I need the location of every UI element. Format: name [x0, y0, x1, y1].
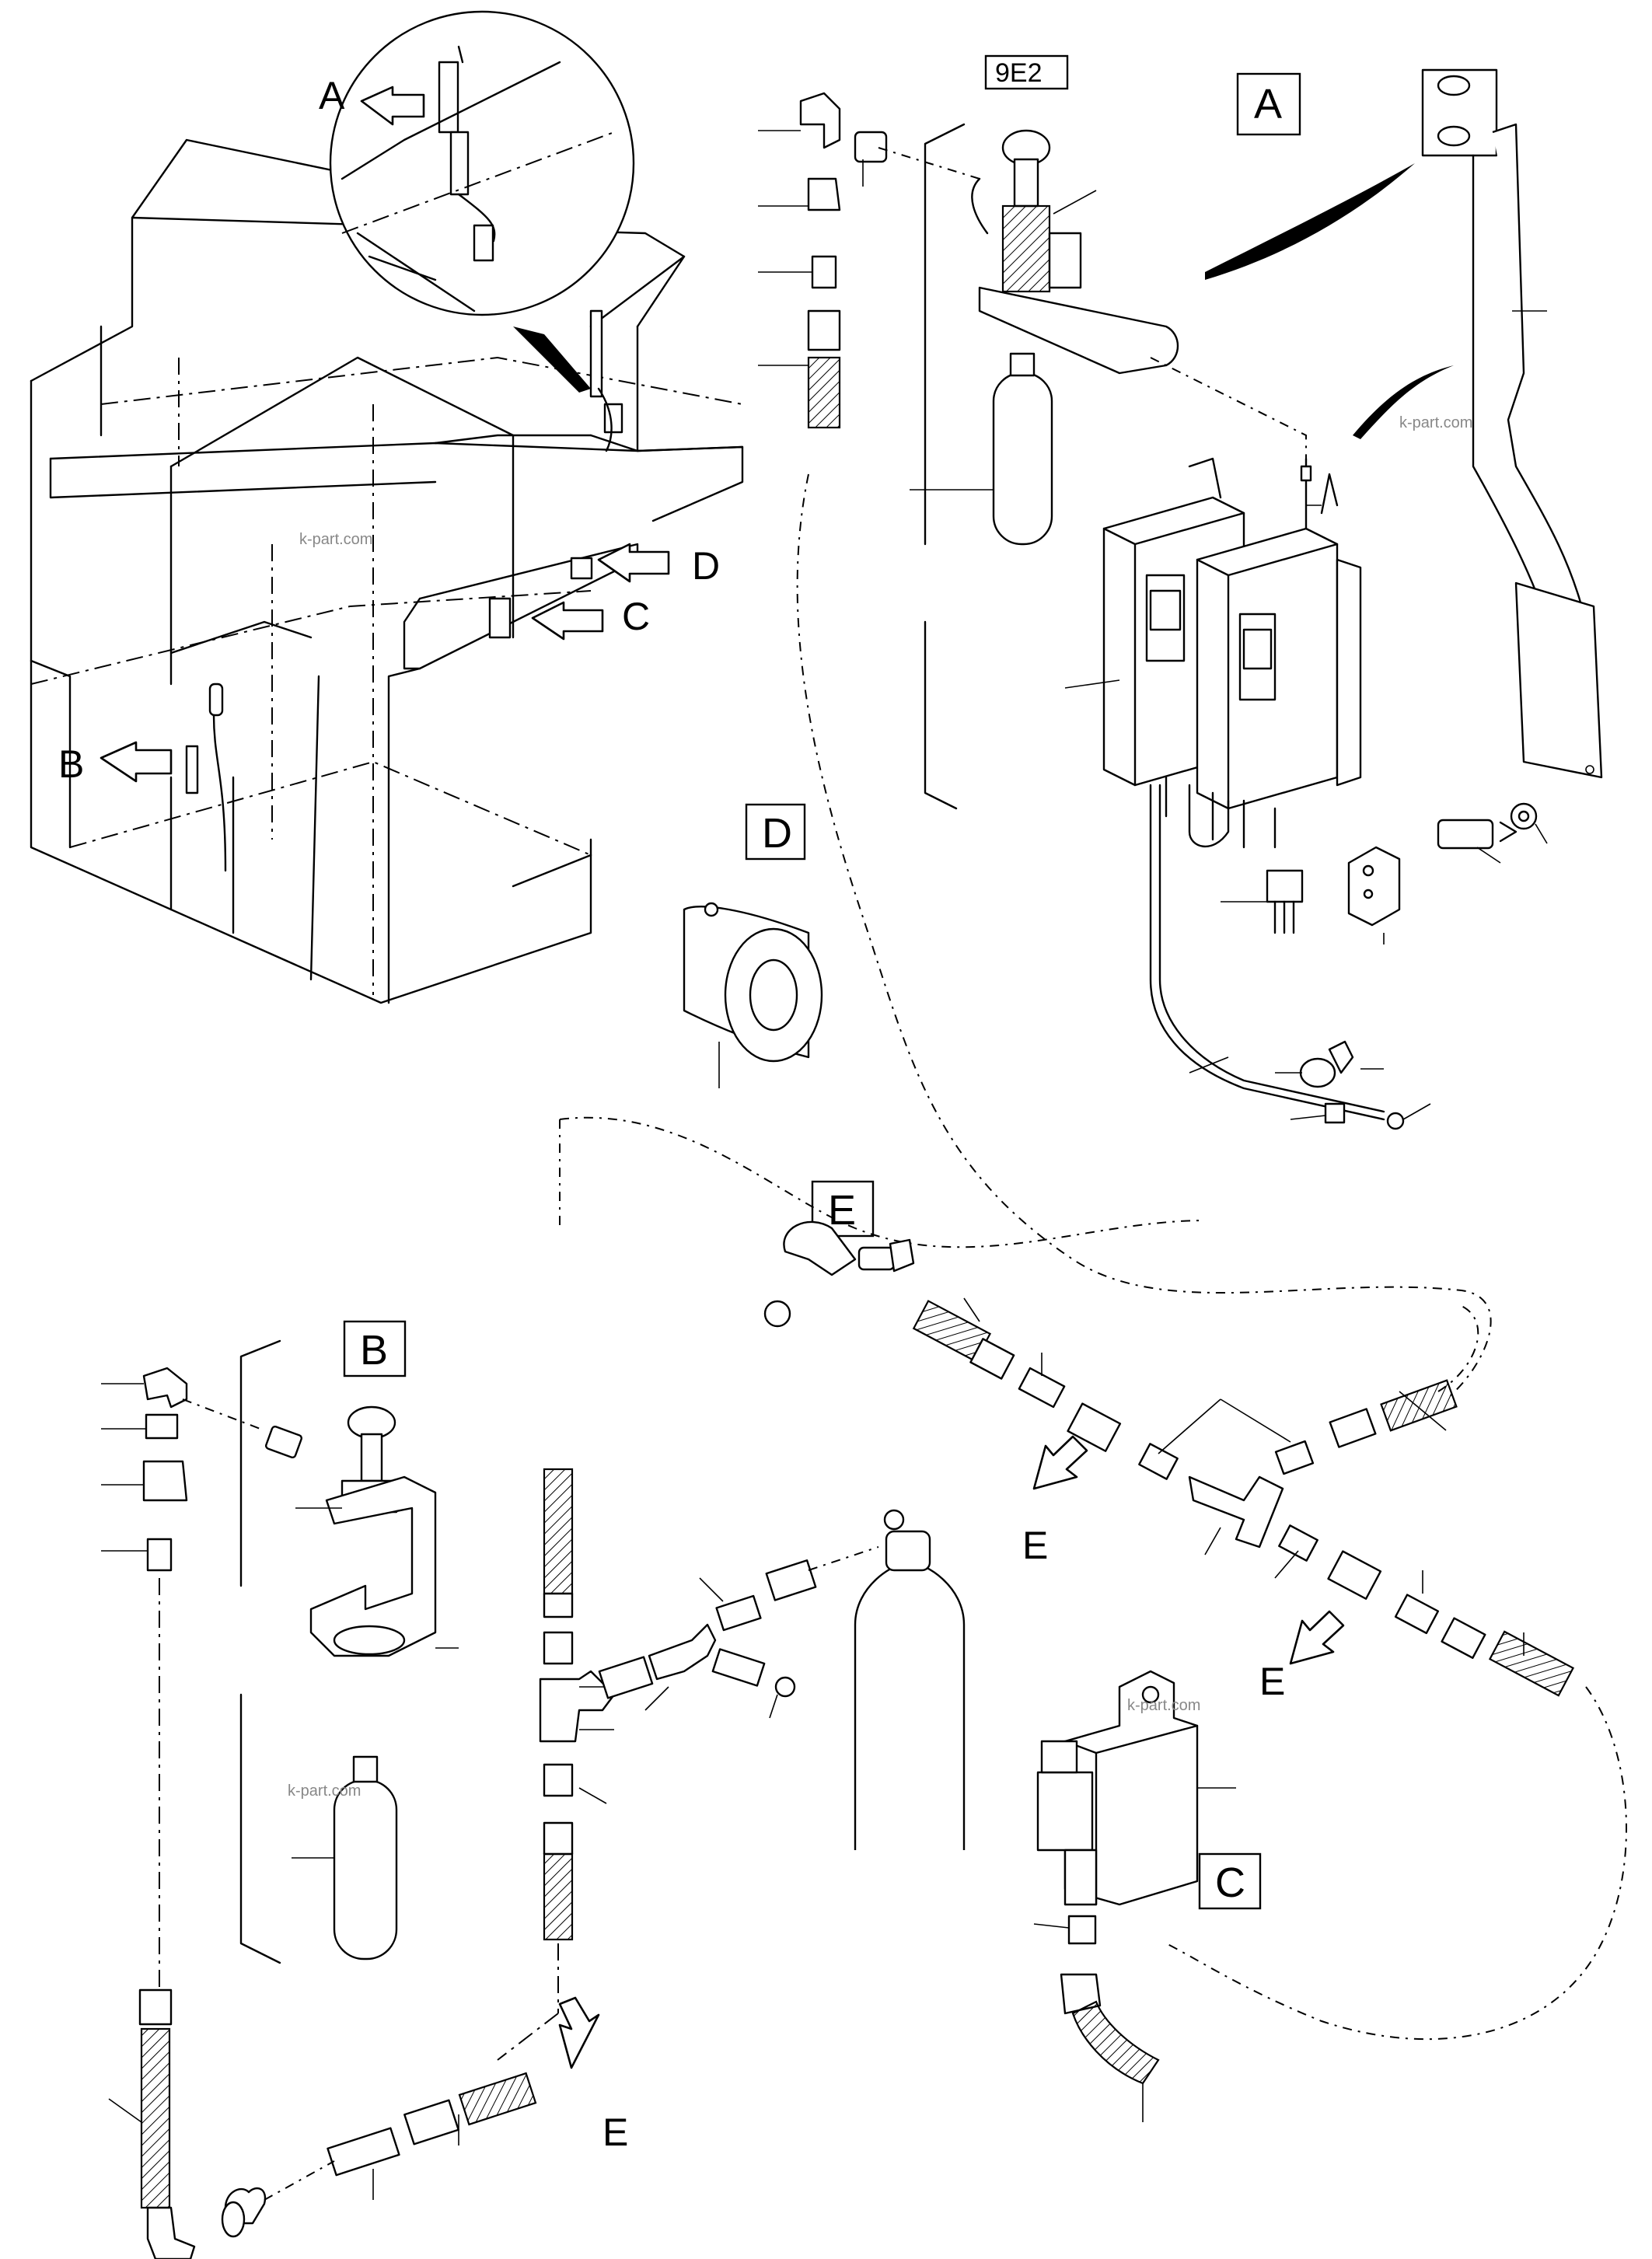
- arrow-b: [100, 741, 173, 783]
- arrow-a: [360, 86, 425, 126]
- label-e-1: E: [1022, 1524, 1048, 1567]
- machine-overview: A B C D: [30, 10, 744, 1004]
- view-a-frame: [1236, 72, 1301, 136]
- overview-label-a: A: [319, 74, 345, 117]
- cylinder-b: [292, 1755, 398, 1960]
- overview-label-c: C: [622, 595, 650, 638]
- view-c-frame: [1198, 1852, 1262, 1910]
- arrow-d: [597, 543, 670, 583]
- valve-bracket-b: [295, 1405, 459, 1657]
- watermark-2: k-part.com: [288, 1782, 361, 1800]
- view-b-frame: [343, 1320, 407, 1377]
- view-a-assembly: A 9E2: [758, 54, 1603, 1130]
- hose-b: [108, 1988, 537, 2259]
- view-b-label: B: [360, 1327, 388, 1374]
- centre-hose-assembly: [497, 1468, 966, 2061]
- control-units: [1064, 457, 1362, 849]
- ref-code-label: 9E2: [995, 58, 1043, 88]
- view-d-frame: [745, 803, 806, 861]
- detail-a-contents: [341, 45, 615, 312]
- arrow-c: [531, 601, 604, 641]
- overview-label-d: D: [692, 544, 720, 588]
- arrow-e-2: [1289, 1610, 1345, 1665]
- valve-assembly-a: [971, 129, 1179, 375]
- view-c-label: C: [1215, 1859, 1245, 1906]
- cylinder-a: [910, 352, 1053, 546]
- watermark-3: k-part.com: [1127, 1697, 1200, 1714]
- arrow-e-3: [558, 1996, 600, 2069]
- lever-a: [1205, 68, 1603, 864]
- view-a-label: A: [1254, 81, 1282, 127]
- view-d-part: D: [683, 473, 1492, 1400]
- gas-bottle: [854, 1509, 966, 1850]
- plug-and-block: [1221, 846, 1401, 944]
- ref-code-frame: [984, 54, 1069, 90]
- cable-clamp-a: [1275, 1040, 1431, 1130]
- overview-label-b: B: [58, 742, 84, 786]
- watermark-1: k-part.com: [1399, 414, 1472, 431]
- label-e-3: E: [602, 2111, 628, 2154]
- view-b-assembly: B: [101, 1320, 537, 2259]
- fitting-column-b: [101, 1367, 188, 1990]
- view-c-assembly: C k-part.com: [1033, 1670, 1262, 2122]
- clamp-e: [763, 1220, 915, 1328]
- label-e-2: E: [1259, 1660, 1285, 1703]
- view-d-label: D: [762, 810, 792, 857]
- arrow-e-1: [1032, 1435, 1088, 1490]
- fitting-column-top: [758, 92, 888, 429]
- view-e-assembly: E: [558, 1116, 1627, 2154]
- watermark-4: k-part.com: [299, 531, 372, 548]
